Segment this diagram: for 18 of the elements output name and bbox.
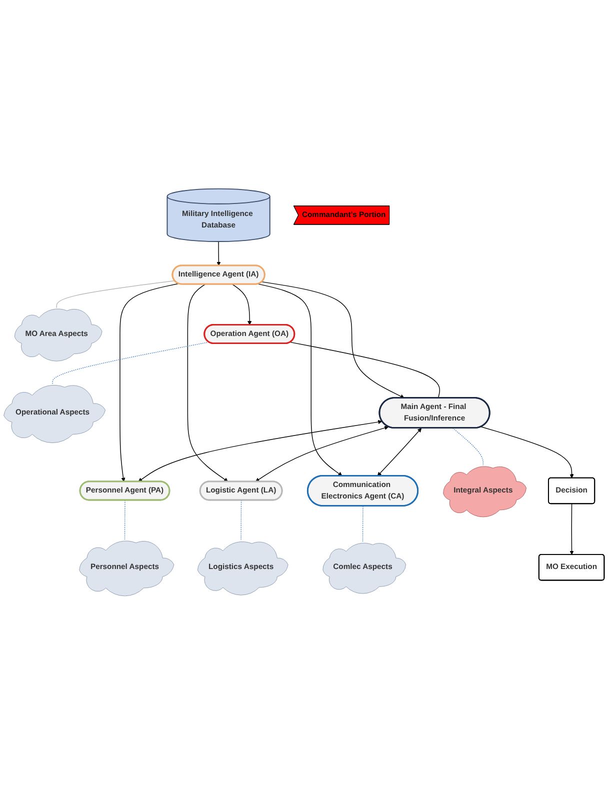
arrow [261, 282, 404, 398]
arrow [138, 420, 382, 482]
connector [240, 500, 242, 542]
arrow [377, 428, 422, 476]
arrow [232, 284, 252, 326]
arrow [216, 241, 221, 266]
connector [52, 342, 210, 384]
arrow [258, 284, 342, 476]
connector [56, 280, 176, 308]
connector [362, 506, 364, 543]
arrow [255, 426, 389, 482]
arrow [187, 284, 228, 482]
arrow [480, 426, 574, 478]
connector [290, 342, 440, 398]
connector [124, 500, 126, 540]
connector [452, 428, 484, 466]
arrow [570, 504, 574, 555]
arrow [120, 283, 179, 482]
